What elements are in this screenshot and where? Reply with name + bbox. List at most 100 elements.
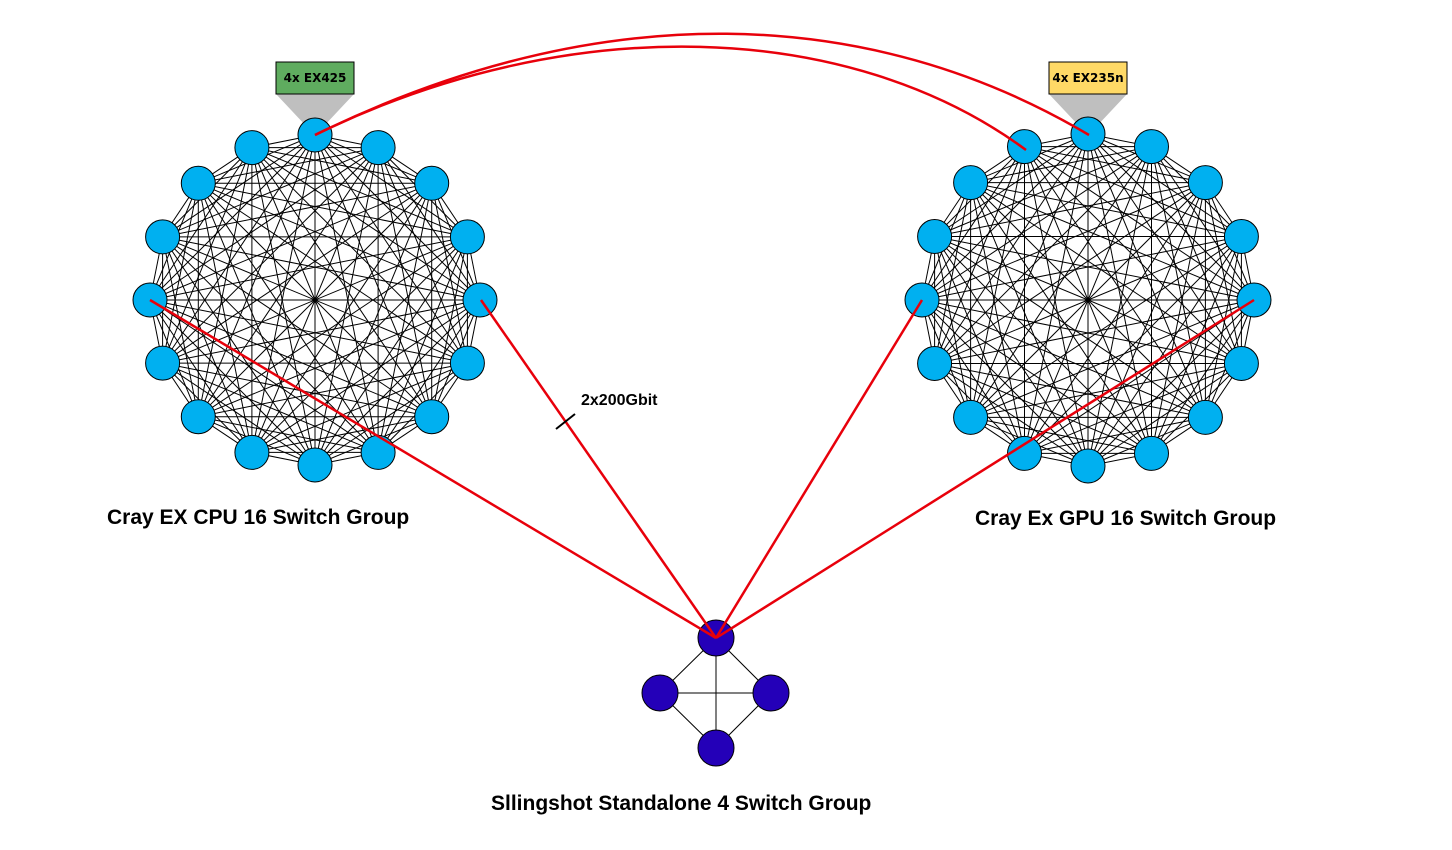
cpu-local-link	[162, 236, 253, 453]
gpu-local-link	[970, 236, 1242, 418]
gpu-local-link	[921, 299, 1152, 454]
cpu-local-link	[377, 299, 481, 453]
gpu-local-link	[1087, 133, 1242, 237]
link-bundle-tick	[555, 413, 576, 430]
standalone-switch-nodes	[641, 619, 790, 767]
gpu-local-link	[934, 299, 1255, 364]
cpu-local-link	[251, 147, 432, 184]
cpu-local-link	[198, 147, 379, 184]
cpu-switch-node	[414, 399, 450, 435]
cpu-local-link	[251, 147, 468, 364]
gpu-badge-box	[1048, 61, 1128, 95]
cpu-local-link	[162, 147, 253, 364]
gpu-switch-nodes	[904, 116, 1272, 484]
gpu-switch-node	[1070, 448, 1106, 484]
cpu-blade-badge: 4x EX425	[275, 61, 355, 127]
cpu-local-link	[162, 236, 199, 417]
gpu-local-link	[934, 236, 1206, 418]
cpu-switch-node	[145, 219, 181, 255]
gpu-local-link	[1024, 146, 1089, 467]
cpu-local-link	[251, 416, 432, 453]
gpu-local-link	[934, 236, 1025, 454]
cpu-local-link	[377, 147, 481, 301]
cpu-switch-node	[414, 165, 450, 201]
gpu-local-link	[1204, 182, 1242, 364]
cpu-local-link	[198, 236, 468, 418]
gpu-switch-node	[917, 346, 953, 381]
gpu-local-link	[934, 363, 1089, 467]
cpu-switch-node	[449, 219, 485, 255]
gpu-local-link	[1204, 236, 1242, 418]
gpu-local-link	[934, 182, 972, 364]
link-bandwidth-label: 2x200Gbit	[581, 392, 658, 409]
cpu-local-link	[314, 134, 468, 238]
gpu-local-link	[1024, 146, 1206, 184]
cpu-local-link	[197, 147, 379, 417]
gpu-local-link	[970, 416, 1152, 454]
gpu-local-link	[970, 182, 1152, 454]
gpu-local-link	[934, 236, 1089, 467]
cpu-local-link	[149, 147, 253, 301]
gpu-switch-node	[1223, 346, 1259, 381]
gpu-switch-node	[1007, 129, 1042, 165]
gpu-local-link	[921, 299, 1242, 364]
cpu-switch-node	[234, 434, 270, 470]
gpu-local-link	[1024, 146, 1206, 418]
gpu-switch-node	[1187, 399, 1223, 435]
cpu-switch-group: 4x EX425 Cray EX CPU 16 Switch Group	[107, 61, 498, 529]
cpu-local-link	[251, 147, 481, 301]
gpu-local-link	[934, 133, 1089, 237]
global-link-cpu-right-standalone	[479, 299, 718, 639]
cpu-switch-node	[234, 130, 270, 166]
cpu-local-link	[149, 299, 253, 453]
cpu-badge-box	[275, 61, 355, 95]
cpu-switch-node	[180, 399, 216, 435]
global-links: 2x200Gbit	[149, 32, 1255, 640]
gpu-local-link	[1151, 146, 1255, 301]
cpu-local-link	[314, 362, 468, 466]
gpu-group-label: Cray Ex GPU 16 Switch Group	[975, 507, 1276, 530]
gpu-local-link	[921, 299, 1025, 454]
cpu-switch-node	[462, 282, 498, 318]
cpu-switch-node	[180, 165, 216, 201]
global-link-gpu-left-standalone	[714, 299, 924, 639]
global-link-cpu-gpu-1	[314, 32, 1090, 137]
gpu-badge-text: 4x EX235n	[1052, 71, 1123, 85]
cpu-local-link	[149, 299, 379, 453]
cpu-local-link	[198, 182, 481, 301]
gpu-local-link	[970, 146, 1152, 418]
cpu-local-link	[198, 182, 468, 364]
gpu-local-link	[1024, 133, 1089, 454]
standalone-switch-node	[697, 729, 735, 767]
gpu-blade-badge: 4x EX235n	[1048, 61, 1128, 127]
cpu-local-link	[162, 236, 316, 466]
gpu-switch-node	[1134, 129, 1169, 165]
cpu-local-link	[314, 134, 379, 453]
gpu-local-link	[970, 146, 1152, 184]
gpu-local-link	[934, 146, 1025, 364]
global-link-gpu-right-standalone	[715, 298, 1255, 640]
cpu-local-link	[162, 362, 316, 466]
standalone-switch-node	[752, 674, 790, 712]
gpu-switch-node	[1223, 219, 1259, 254]
cpu-switch-node	[145, 345, 181, 381]
gpu-local-link	[1087, 133, 1152, 454]
gpu-local-link	[934, 182, 1206, 364]
gpu-local-link	[1087, 363, 1242, 467]
standalone-switch-node	[641, 674, 679, 712]
cpu-local-link	[251, 147, 468, 238]
cpu-local-link	[162, 236, 432, 418]
cpu-local-link	[162, 134, 316, 238]
cpu-switch-node	[360, 434, 396, 470]
cpu-local-link	[197, 183, 379, 453]
gpu-local-link	[934, 236, 972, 418]
gpu-local-link	[1024, 146, 1255, 301]
cpu-local-link	[162, 299, 481, 364]
global-link-cpu-gpu-2	[314, 45, 1027, 152]
global-link-cpu-left-standalone	[149, 298, 717, 640]
gpu-local-link	[1024, 146, 1242, 237]
cpu-local-link	[431, 236, 468, 417]
cpu-local-link	[197, 147, 253, 417]
cpu-local-link	[251, 147, 379, 453]
